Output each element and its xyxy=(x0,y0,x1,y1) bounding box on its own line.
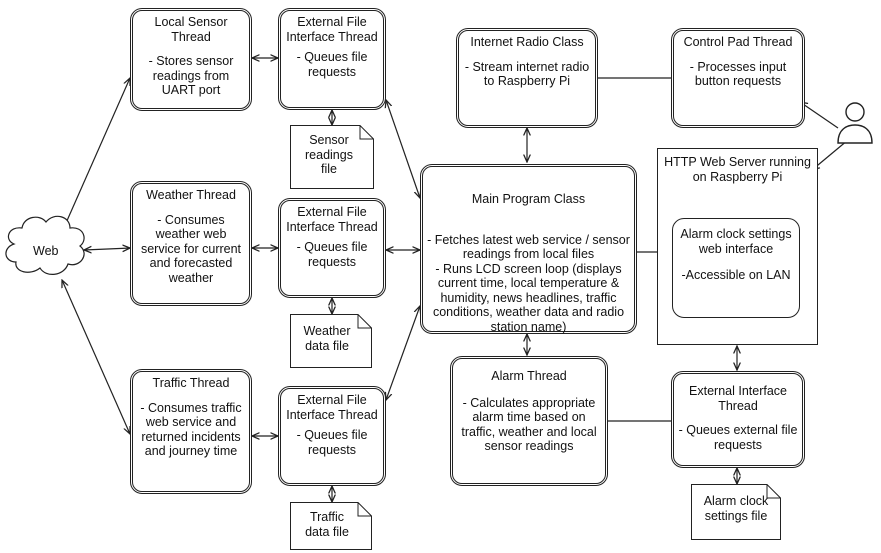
document-shape xyxy=(290,314,372,368)
weather-thread: Weather Thread - Consumes weather web se… xyxy=(130,181,252,306)
alarm-clock-settings-file-label: Alarm clock settings file xyxy=(703,494,769,523)
internet-radio-class: Internet Radio Class - Stream internet r… xyxy=(456,28,598,128)
external-file-interface-thread-sensor: External File Interface Thread - Queues … xyxy=(278,8,386,110)
traffic-thread-title: Traffic Thread xyxy=(152,376,230,390)
edge-web-weather xyxy=(84,248,130,250)
alarm-settings-ui-desc: -Accessible on LAN xyxy=(681,268,791,282)
external-interface-desc: - Queues external file requests xyxy=(678,423,798,452)
weather-data-file: Weather data file xyxy=(290,314,372,368)
external-file-interface-thread-weather: External File Interface Thread - Queues … xyxy=(278,198,386,298)
traffic-data-file: Traffic data file xyxy=(290,502,372,550)
web-cloud-shape xyxy=(5,215,85,275)
efi-weather-title: External File Interface Thread xyxy=(286,205,378,234)
traffic-thread-desc: - Consumes traffic web service and retur… xyxy=(140,400,242,459)
main-program-title: Main Program Class xyxy=(471,191,586,206)
alarm-clock-settings-web-interface: Alarm clock settings web interface -Acce… xyxy=(672,218,800,318)
edge-efi-traffic-main xyxy=(386,306,420,400)
document-shape xyxy=(290,125,374,189)
external-interface-title: External Interface Thread xyxy=(689,384,787,413)
efi-traffic-title: External File Interface Thread xyxy=(286,393,378,422)
efi-weather-desc: - Queues file requests xyxy=(296,240,368,269)
local-sensor-thread-title: Local Sensor Thread xyxy=(154,15,228,44)
main-program-desc: - Fetches latest web service / sensor re… xyxy=(427,232,630,334)
efi-sensor-desc: - Queues file requests xyxy=(296,50,368,79)
weather-data-file-label: Weather data file xyxy=(303,324,351,353)
local-sensor-thread-desc: - Stores sensor readings from UART port xyxy=(148,54,234,97)
edge-web-traffic xyxy=(62,280,130,434)
edge-efi-sensor-main xyxy=(386,100,420,198)
weather-thread-title: Weather Thread xyxy=(146,188,236,202)
control-pad-desc: - Processes input button requests xyxy=(689,59,787,89)
edge-user-control-pad xyxy=(800,102,839,129)
main-program-class: Main Program Class - Fetches latest web … xyxy=(420,164,637,334)
document-shape xyxy=(691,484,781,540)
external-file-interface-thread-traffic: External File Interface Thread - Queues … xyxy=(278,386,386,486)
edge-web-local-sensor xyxy=(62,78,130,232)
efi-sensor-title: External File Interface Thread xyxy=(286,15,378,44)
alarm-thread-title: Alarm Thread xyxy=(491,369,567,383)
weather-thread-desc: - Consumes weather web service for curre… xyxy=(140,212,242,285)
alarm-thread: Alarm Thread - Calculates appropriate al… xyxy=(450,356,608,486)
http-web-server-title: HTTP Web Server running on Raspberry Pi xyxy=(664,155,811,184)
sensor-readings-file-label: Sensor readings file xyxy=(305,133,353,176)
internet-radio-title: Internet Radio Class xyxy=(470,35,584,49)
alarm-settings-ui-title: Alarm clock settings web interface xyxy=(680,227,792,256)
efi-traffic-desc: - Queues file requests xyxy=(296,428,368,457)
internet-radio-desc: - Stream internet radio to Raspberry Pi xyxy=(464,59,590,89)
alarm-clock-settings-file: Alarm clock settings file xyxy=(691,484,781,540)
web-label: Web xyxy=(33,244,59,258)
control-pad-title: Control Pad Thread xyxy=(683,35,793,49)
user-icon xyxy=(837,102,873,144)
traffic-data-file-label: Traffic data file xyxy=(305,510,349,539)
alarm-thread-desc: - Calculates appropriate alarm time base… xyxy=(461,395,597,454)
control-pad-thread: Control Pad Thread - Processes input but… xyxy=(671,28,805,128)
sensor-readings-file: Sensor readings file xyxy=(290,125,374,189)
document-shape xyxy=(290,502,372,550)
external-interface-thread: External Interface Thread - Queues exter… xyxy=(671,371,805,468)
traffic-thread: Traffic Thread - Consumes traffic web se… xyxy=(130,369,252,494)
local-sensor-thread: Local Sensor Thread - Stores sensor read… xyxy=(130,8,252,111)
edge-user-http xyxy=(812,139,849,170)
